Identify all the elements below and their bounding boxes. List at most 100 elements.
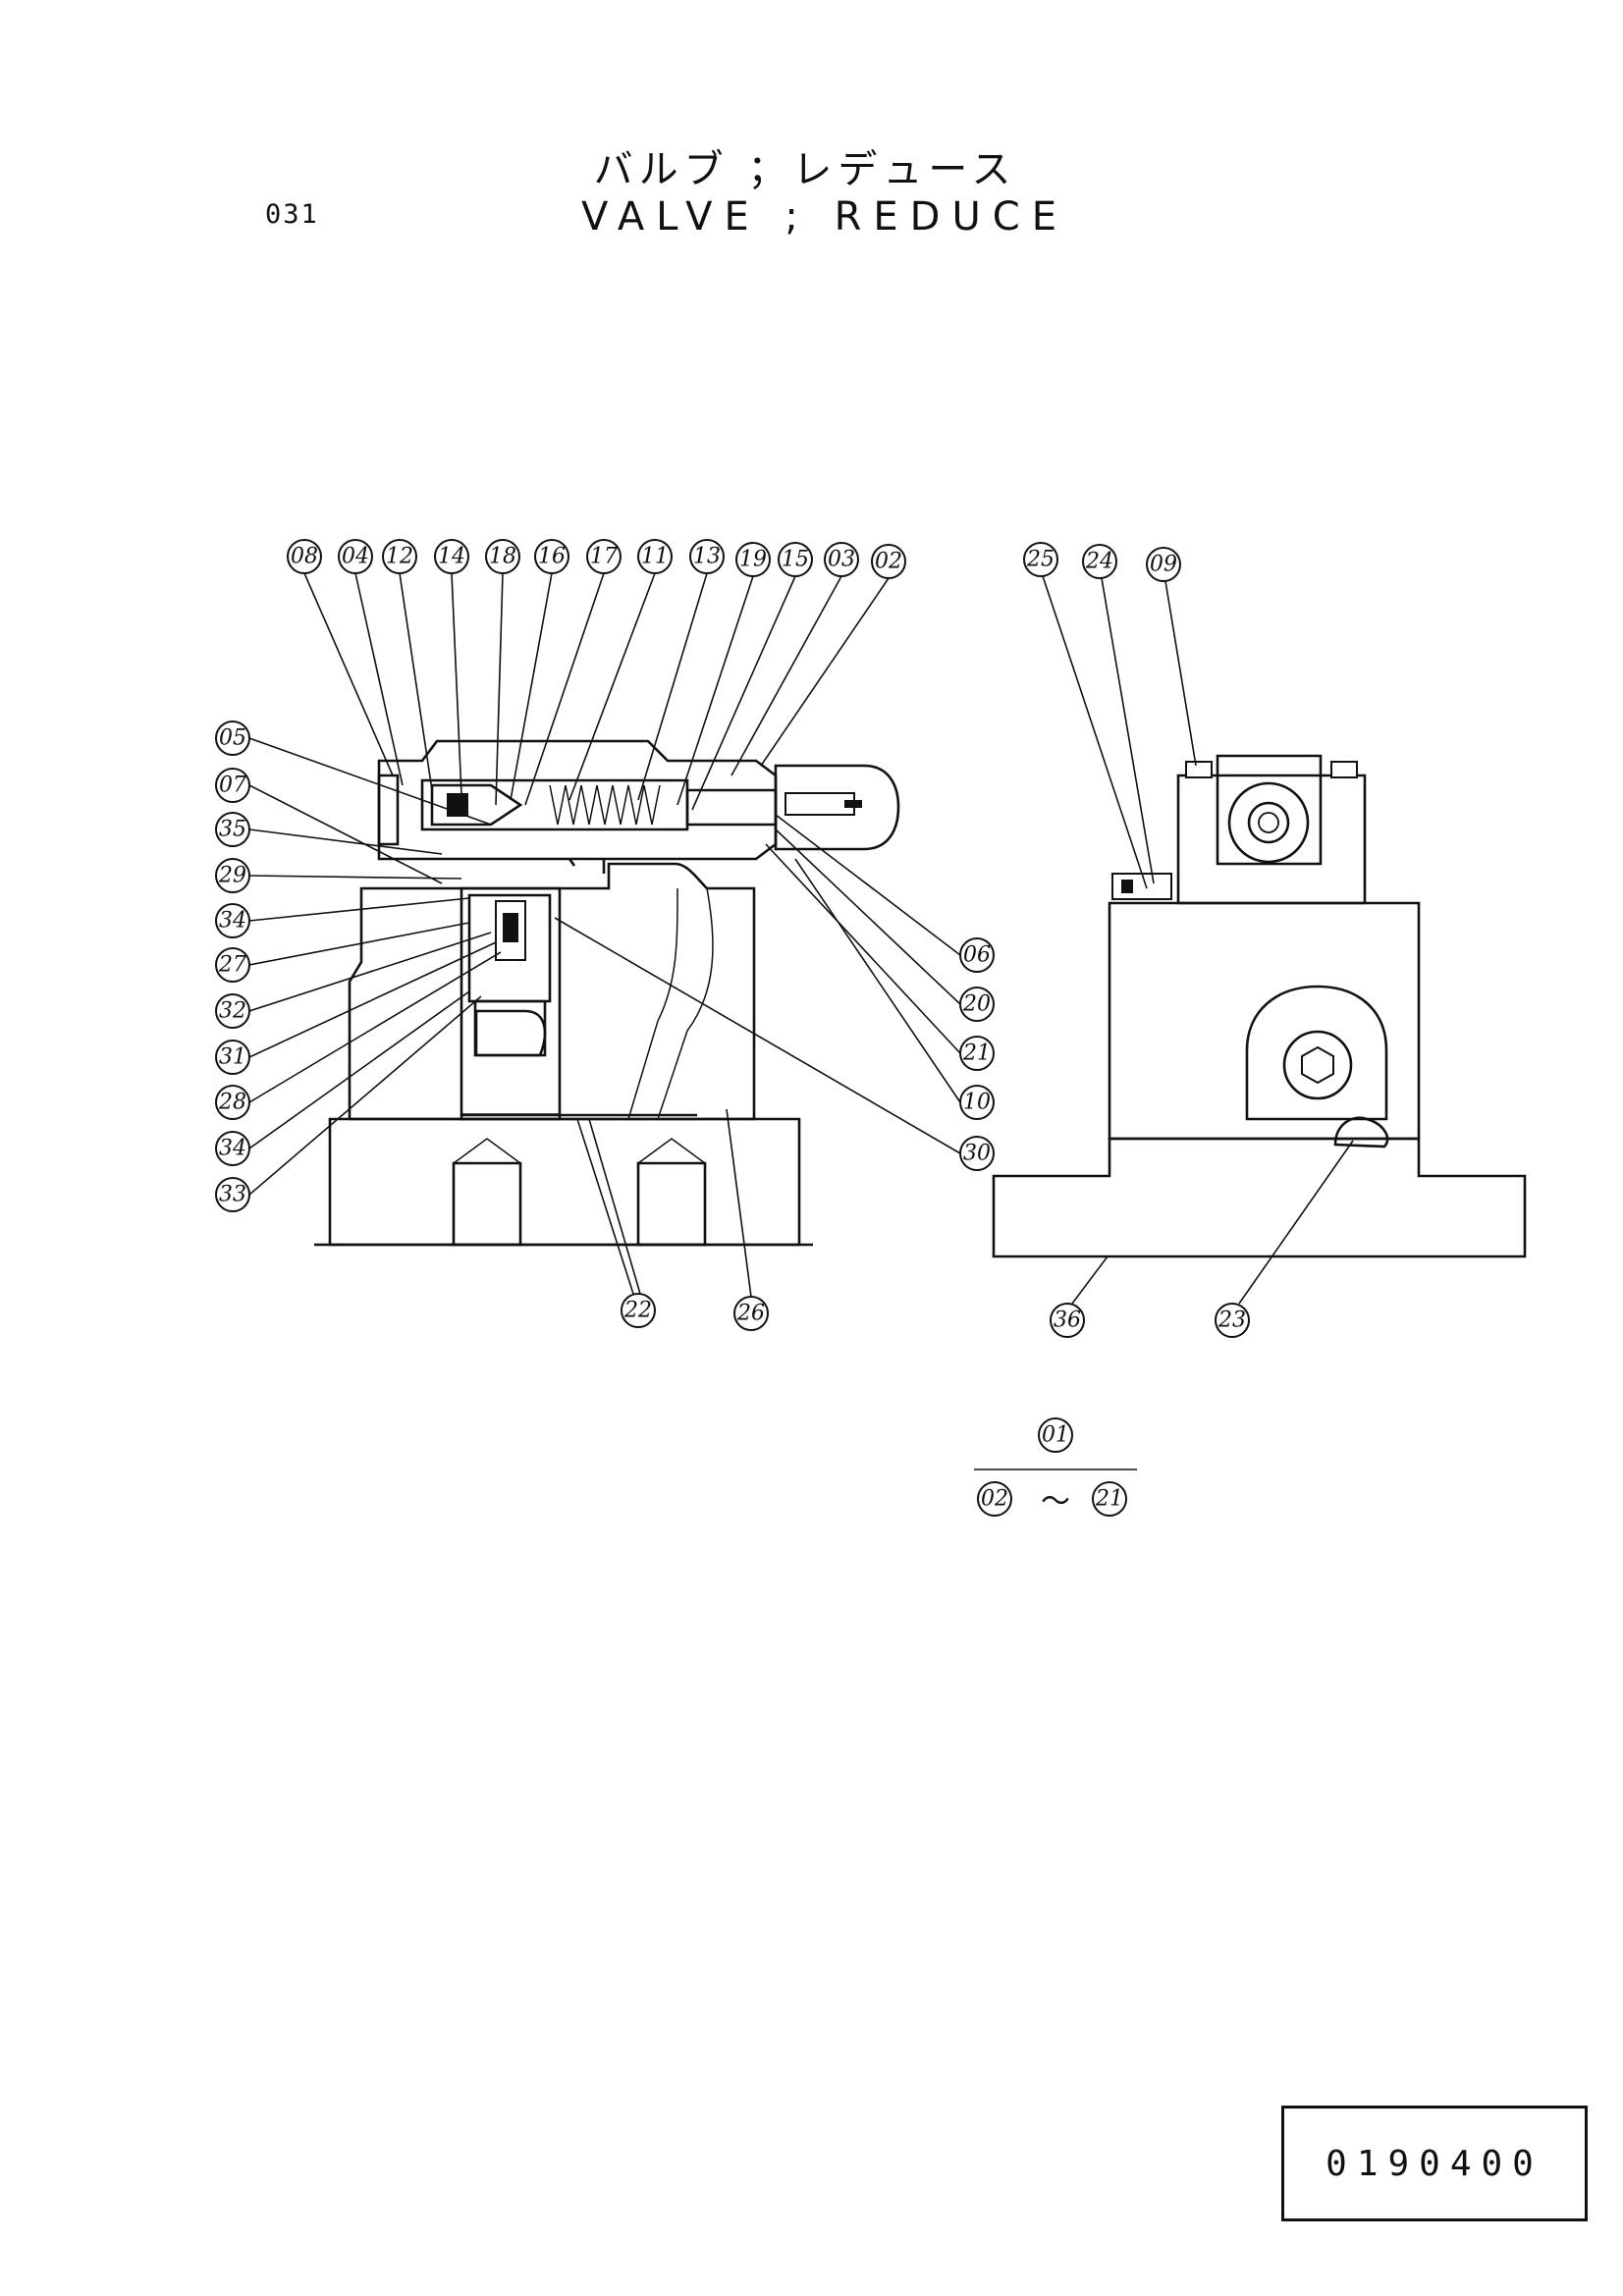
callout-02: 02 xyxy=(871,544,906,579)
callout-26: 26 xyxy=(733,1296,769,1331)
callout-label: 36 xyxy=(1054,1308,1081,1333)
callout-label: 07 xyxy=(219,774,246,798)
callout-label: 24 xyxy=(1085,550,1113,574)
callout-35: 35 xyxy=(215,812,250,847)
assembly-bottom-left-label: 02 xyxy=(981,1487,1008,1512)
callout-label: 15 xyxy=(782,548,809,572)
callout-20: 20 xyxy=(959,987,995,1022)
callout-34b: 34 xyxy=(215,1131,250,1166)
callout-03: 03 xyxy=(824,542,859,577)
base-block xyxy=(328,1117,801,1247)
callout-label: 09 xyxy=(1150,553,1177,577)
callout-label: 17 xyxy=(590,545,618,569)
callout-22: 22 xyxy=(621,1293,656,1328)
base-plate xyxy=(992,1137,1527,1258)
callout-31: 31 xyxy=(215,1040,250,1075)
callout-label: 11 xyxy=(641,545,669,569)
callout-09: 09 xyxy=(1146,547,1181,582)
callout-04: 04 xyxy=(338,539,373,574)
leaders-right-side xyxy=(554,814,961,1154)
valve-body xyxy=(348,862,756,1121)
callout-19: 19 xyxy=(735,542,771,577)
callout-label: 08 xyxy=(291,545,318,569)
callout-33: 33 xyxy=(215,1177,250,1212)
callout-label: 02 xyxy=(875,550,902,574)
callout-30: 30 xyxy=(959,1136,995,1171)
callouts-right-view-top: 25 24 09 xyxy=(1023,542,1181,582)
page-number: 031 xyxy=(265,199,319,230)
assembly-bottom-right-label: 21 xyxy=(1095,1487,1123,1512)
title-english: VALVE ; REDUCE xyxy=(581,194,1068,240)
callout-label: 30 xyxy=(963,1142,991,1166)
callout-23: 23 xyxy=(1215,1303,1250,1338)
callout-27: 27 xyxy=(215,947,250,983)
callout-11: 11 xyxy=(637,539,673,574)
callout-label: 21 xyxy=(962,1041,991,1066)
callout-28: 28 xyxy=(215,1085,250,1120)
callouts-left-side: 05 07 35 29 34 27 32 31 28 34 33 xyxy=(215,721,250,1212)
leaders-left-top xyxy=(303,572,890,811)
callout-label: 19 xyxy=(739,548,767,572)
assembly-note: 01 02 ～ 21 xyxy=(974,1417,1137,1520)
callout-label: 16 xyxy=(538,545,566,569)
callout-label: 26 xyxy=(736,1302,765,1326)
assembly-top: 01 xyxy=(1038,1417,1073,1453)
assembly-bottom-right: 21 xyxy=(1092,1481,1127,1517)
callout-label: 29 xyxy=(218,864,246,888)
callout-21: 21 xyxy=(959,1036,995,1071)
pilot-housing xyxy=(377,739,778,861)
callout-label: 06 xyxy=(963,943,991,968)
callouts-right-side: 06 20 21 10 30 xyxy=(959,937,995,1171)
external-view xyxy=(992,754,1527,1258)
callout-label: 10 xyxy=(963,1091,991,1115)
callout-13: 13 xyxy=(689,539,725,574)
callout-label: 03 xyxy=(828,548,855,572)
sectional-view xyxy=(314,739,900,1247)
callouts-right-view-bottom: 36 23 xyxy=(1050,1303,1250,1338)
callout-label: 20 xyxy=(962,992,991,1017)
callout-16: 16 xyxy=(534,539,569,574)
callout-15: 15 xyxy=(778,542,813,577)
callout-label: 14 xyxy=(438,545,465,569)
callout-32: 32 xyxy=(215,993,250,1029)
callout-label: 04 xyxy=(342,545,369,569)
part-code: 0190400 xyxy=(1325,2143,1543,2184)
title-japanese: バルブ ；レデュース xyxy=(593,147,1017,192)
callout-label: 34 xyxy=(219,909,246,934)
callout-14: 14 xyxy=(434,539,469,574)
callout-label: 32 xyxy=(219,999,246,1024)
callout-label: 31 xyxy=(219,1045,246,1070)
callout-label: 25 xyxy=(1026,548,1055,572)
callout-label: 33 xyxy=(219,1183,246,1207)
callout-10: 10 xyxy=(959,1085,995,1120)
callout-07: 07 xyxy=(215,768,250,803)
assembly-top-label: 01 xyxy=(1042,1423,1069,1448)
leaders-right-view-bottom xyxy=(1071,1140,1354,1305)
leaders-bottom-left xyxy=(576,1108,752,1298)
callout-05: 05 xyxy=(215,721,250,756)
callout-label: 27 xyxy=(218,953,246,978)
body-exterior xyxy=(1108,901,1421,1141)
callout-12: 12 xyxy=(382,539,417,574)
callout-36: 36 xyxy=(1050,1303,1085,1338)
callout-label: 23 xyxy=(1217,1308,1246,1333)
callout-label: 34 xyxy=(219,1137,246,1161)
part-code-box: 0190400 xyxy=(1281,2106,1588,2221)
callout-label: 05 xyxy=(219,726,246,751)
callout-label: 12 xyxy=(386,545,413,569)
callouts-bottom-left: 22 26 xyxy=(621,1293,769,1331)
cap-nut xyxy=(774,764,900,851)
callout-label: 18 xyxy=(489,545,516,569)
callout-06: 06 xyxy=(959,937,995,973)
callout-label: 28 xyxy=(218,1091,246,1115)
leaders-left-side xyxy=(248,737,502,1196)
callout-17: 17 xyxy=(586,539,622,574)
assembly-bottom-left: 02 xyxy=(977,1481,1012,1517)
callout-label: 13 xyxy=(693,545,721,569)
leaders-right-view-top xyxy=(1042,575,1197,889)
callout-34a: 34 xyxy=(215,903,250,938)
callout-18: 18 xyxy=(485,539,520,574)
callout-label: 22 xyxy=(623,1299,652,1323)
callouts-left-top: 08 04 12 14 18 16 17 11 13 19 15 03 02 xyxy=(287,539,906,579)
